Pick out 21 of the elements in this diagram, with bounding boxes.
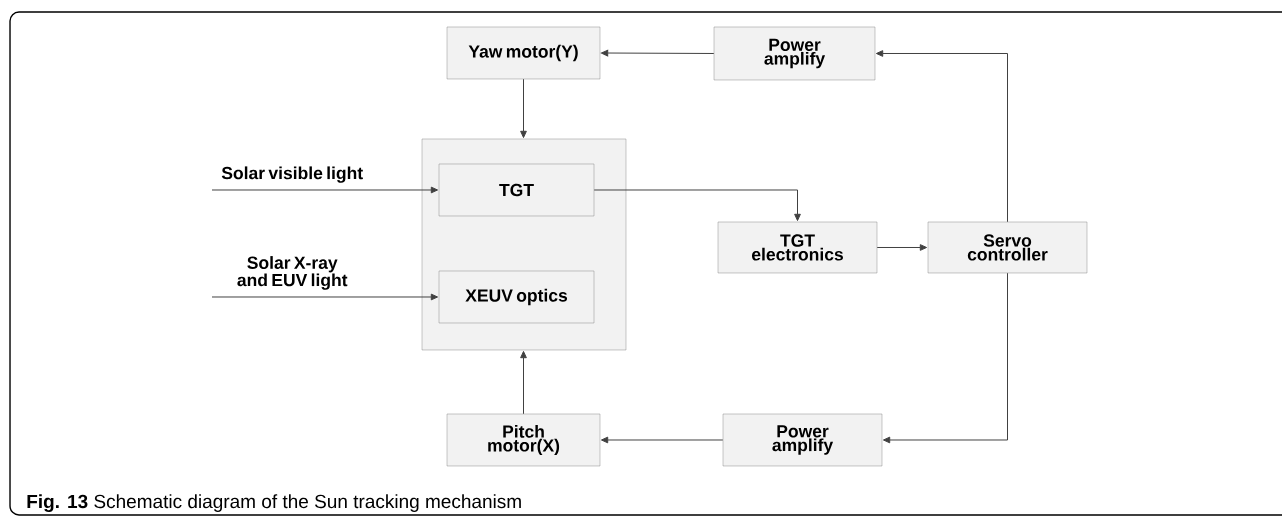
process-box: XEUV optics <box>438 270 595 324</box>
figure-caption: Fig. 13 Schematic diagram of the Sun tracking mechanism <box>27 494 521 512</box>
arrow <box>882 272 1008 444</box>
arrow <box>600 436 724 444</box>
arrow <box>520 78 527 139</box>
input-label: Solar X-ray and EUV light <box>237 256 348 290</box>
arrow <box>211 186 439 194</box>
arrow <box>876 244 928 251</box>
process-box: Servo controller <box>927 221 1088 274</box>
arrow <box>520 350 527 415</box>
process-box: TGT electronics <box>717 221 878 274</box>
process-box: Yaw motor(Y) <box>446 26 601 80</box>
process-box: Pitch motor(X) <box>446 413 601 467</box>
input-label: Solar visible light <box>221 166 363 183</box>
process-box: TGT <box>438 163 595 217</box>
process-box: Power amplify <box>713 26 876 81</box>
process-box: Power amplify <box>722 413 883 467</box>
arrow <box>600 49 715 57</box>
arrow <box>211 293 439 301</box>
arrow <box>593 189 801 222</box>
arrow <box>875 50 1008 223</box>
